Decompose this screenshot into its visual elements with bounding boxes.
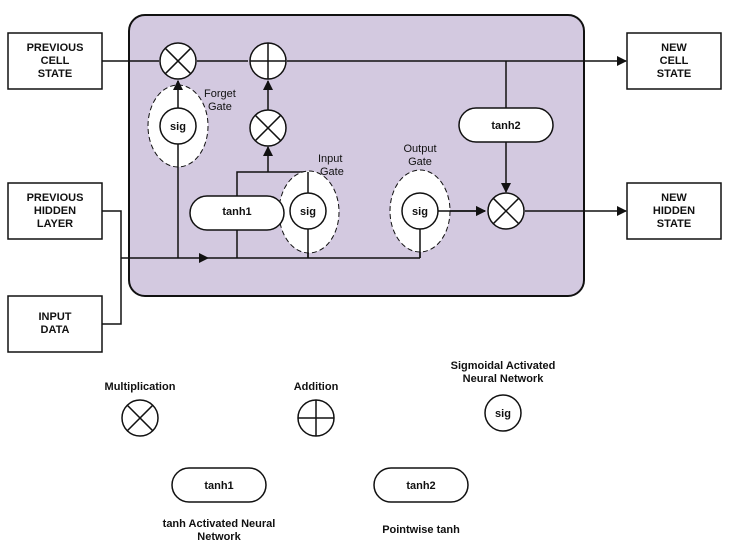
svg-text:Sigmoidal Activated: Sigmoidal Activated [451, 360, 556, 372]
legend-tanh1: tanh1 tanh Activated Neural Network [163, 467, 276, 543]
svg-text:NEW: NEW [661, 192, 687, 204]
input-multiply-operator [249, 109, 287, 147]
addition-icon [297, 399, 335, 437]
svg-text:Addition: Addition [294, 381, 339, 393]
svg-text:Forget: Forget [204, 88, 236, 100]
svg-text:sig: sig [300, 206, 316, 218]
svg-text:Output: Output [403, 143, 436, 155]
svg-text:DATA: DATA [41, 324, 70, 336]
svg-text:NEW: NEW [661, 42, 687, 54]
svg-text:tanh2: tanh2 [491, 120, 520, 132]
output-sig-node: sig [401, 192, 439, 230]
input-sig-node: sig [289, 192, 327, 230]
tanh2-node: tanh2 [458, 107, 554, 143]
cell-add-operator [249, 42, 287, 80]
svg-text:HIDDEN: HIDDEN [653, 205, 695, 217]
tanh1-node: tanh1 [189, 195, 285, 231]
svg-text:CELL: CELL [41, 55, 70, 67]
svg-text:tanh1: tanh1 [204, 480, 233, 492]
forget-gate-label: Forget Gate [204, 88, 236, 113]
svg-text:Neural Network: Neural Network [463, 373, 545, 385]
new-cell-state-box: NEW CELL STATE [626, 32, 722, 90]
legend-multiplication: Multiplication [105, 381, 176, 437]
svg-text:LAYER: LAYER [37, 218, 73, 230]
svg-text:PREVIOUS: PREVIOUS [27, 42, 84, 54]
svg-text:STATE: STATE [38, 68, 72, 80]
tanh1-icon: tanh1 [171, 467, 267, 503]
multiplication-icon [121, 399, 159, 437]
output-multiply-operator [487, 192, 525, 230]
svg-text:HIDDEN: HIDDEN [34, 205, 76, 217]
svg-text:tanh2: tanh2 [406, 480, 435, 492]
sig-icon: sig [484, 394, 522, 432]
svg-text:tanh Activated Neural: tanh Activated Neural [163, 518, 276, 530]
forget-multiply-operator [159, 42, 197, 80]
svg-text:STATE: STATE [657, 218, 691, 230]
svg-text:Input: Input [318, 153, 342, 165]
svg-text:sig: sig [170, 121, 186, 133]
input-data-box: INPUT DATA [7, 295, 103, 353]
svg-text:tanh1: tanh1 [222, 206, 251, 218]
previous-hidden-layer-box: PREVIOUS HIDDEN LAYER [7, 182, 103, 240]
svg-text:Gate: Gate [208, 101, 232, 113]
svg-text:sig: sig [412, 206, 428, 218]
svg-text:Multiplication: Multiplication [105, 381, 176, 393]
svg-text:Gate: Gate [408, 156, 432, 168]
svg-text:Gate: Gate [320, 166, 344, 178]
new-hidden-state-box: NEW HIDDEN STATE [626, 182, 722, 240]
tanh2-icon: tanh2 [373, 467, 469, 503]
legend-sigmoid: Sigmoidal Activated Neural Network sig [451, 360, 556, 432]
svg-text:Pointwise tanh: Pointwise tanh [382, 524, 460, 536]
svg-text:CELL: CELL [660, 55, 689, 67]
forget-sig-node: sig [159, 107, 197, 145]
svg-text:INPUT: INPUT [39, 311, 72, 323]
svg-text:PREVIOUS: PREVIOUS [27, 192, 84, 204]
legend-tanh2: tanh2 Pointwise tanh [373, 467, 469, 536]
legend-addition: Addition [294, 381, 339, 437]
svg-text:STATE: STATE [657, 68, 691, 80]
output-gate-label: Output Gate [403, 143, 436, 168]
svg-text:Network: Network [197, 531, 241, 543]
input-gate-label: Input Gate [318, 153, 344, 178]
svg-text:sig: sig [495, 408, 511, 420]
previous-cell-state-box: PREVIOUS CELL STATE [7, 32, 103, 90]
